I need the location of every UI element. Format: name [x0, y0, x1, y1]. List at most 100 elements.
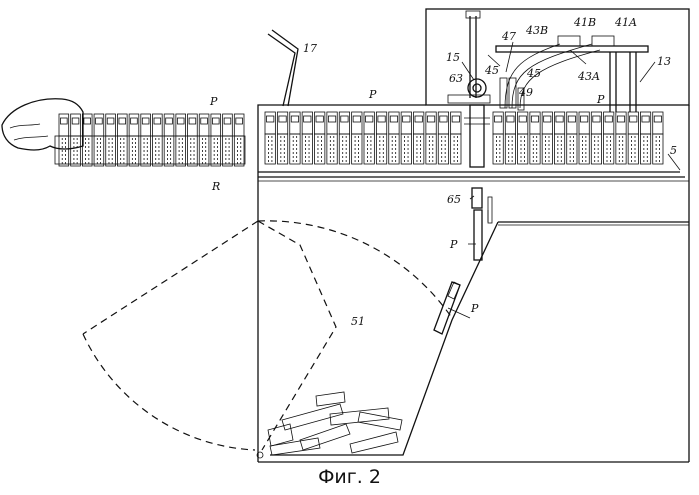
product-window [201, 118, 208, 124]
product-body [59, 136, 69, 166]
product-window [427, 116, 434, 122]
product-window [166, 118, 173, 124]
label-45a: 45 [484, 64, 499, 77]
label-p-chute: P [470, 302, 479, 315]
product-body [438, 134, 448, 164]
product-window [556, 116, 563, 122]
product-cap [438, 112, 448, 134]
product-window [61, 118, 68, 124]
product-cap [352, 112, 362, 134]
product-body [364, 134, 374, 164]
product-window [630, 116, 637, 122]
product-cap [211, 114, 221, 136]
product-body [616, 134, 626, 164]
product-body [493, 134, 503, 164]
label-43a: 43A [577, 70, 600, 83]
product-cap [129, 114, 139, 136]
product-body [265, 134, 275, 164]
product-body [290, 134, 300, 164]
product-body [153, 136, 163, 166]
product-body [653, 134, 663, 164]
product-body [352, 134, 362, 164]
product-body [302, 134, 312, 164]
product-window [452, 116, 459, 122]
product-window [495, 116, 502, 122]
product-window [119, 118, 126, 124]
product-window [142, 118, 149, 124]
product-body [199, 136, 209, 166]
product-window [267, 116, 274, 122]
product-body [591, 134, 601, 164]
arm-17 [268, 30, 298, 106]
product-window [415, 116, 422, 122]
label-17: 17 [303, 42, 317, 55]
product-cap [82, 114, 92, 136]
label-41b: 41B [573, 16, 596, 29]
product-body [188, 136, 198, 166]
product-window [617, 116, 624, 122]
product-cap [401, 112, 411, 134]
product-cap [579, 112, 589, 134]
product-cap [567, 112, 577, 134]
product-window [531, 116, 538, 122]
product-window [131, 118, 138, 124]
product-cap [653, 112, 663, 134]
product-body [640, 134, 650, 164]
product-body [82, 136, 92, 166]
label-p-middle: P [368, 88, 377, 101]
leader-lines [448, 42, 680, 318]
product-window [507, 116, 514, 122]
product-body [117, 136, 127, 166]
product-cap [302, 112, 312, 134]
patent-drawing: 17 15 63 45 47 43B 41B 41A 45 43A 49 13 … [0, 0, 699, 466]
product-body [106, 136, 116, 166]
product-cap [364, 112, 374, 134]
product-window [341, 116, 348, 122]
product-cap [451, 112, 461, 134]
product-cap [164, 114, 174, 136]
label-65: 65 [447, 193, 461, 206]
product-window [440, 116, 447, 122]
product-cap [59, 114, 69, 136]
product-window [107, 118, 114, 124]
product-window [84, 118, 91, 124]
label-13: 13 [657, 55, 671, 68]
product-cap [640, 112, 650, 134]
product-window [568, 116, 575, 122]
product-window [378, 116, 385, 122]
product-window [291, 116, 298, 122]
product-cap [176, 114, 186, 136]
product-body [451, 134, 461, 164]
product-window [544, 116, 551, 122]
product-cap [188, 114, 198, 136]
product-body [164, 136, 174, 166]
label-41a: 41A [614, 16, 637, 29]
hand-with-rack [2, 99, 245, 166]
product-window [353, 116, 360, 122]
product-body [579, 134, 589, 164]
product-window [642, 116, 649, 122]
label-51: 51 [351, 315, 365, 328]
product-cap [141, 114, 151, 136]
product-cap [591, 112, 601, 134]
product-cap [542, 112, 552, 134]
product-window [593, 116, 600, 122]
product-window [654, 116, 661, 122]
product-body [71, 136, 81, 166]
product-window [236, 118, 243, 124]
product-body [530, 134, 540, 164]
label-p-drop: P [449, 238, 458, 251]
product-window [72, 118, 79, 124]
product-body [628, 134, 638, 164]
product-window [316, 116, 323, 122]
product-window [328, 116, 335, 122]
product-body [176, 136, 186, 166]
product-cap [290, 112, 300, 134]
product-body [129, 136, 139, 166]
label-45b: 45 [526, 67, 541, 80]
product-cap [199, 114, 209, 136]
label-p-left: P [209, 95, 218, 108]
product-cap [223, 114, 233, 136]
product-cap [604, 112, 614, 134]
product-window [403, 116, 410, 122]
